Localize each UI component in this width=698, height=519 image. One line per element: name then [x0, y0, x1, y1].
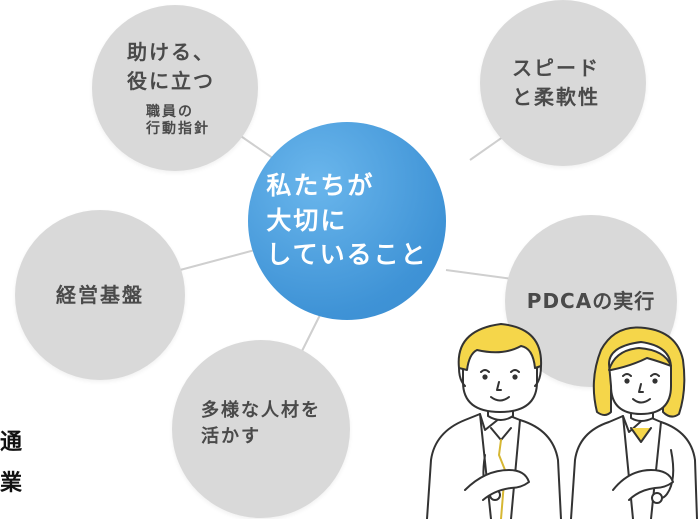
edge-text-1: 通 — [0, 430, 23, 455]
doctors-illustration — [426, 323, 698, 519]
bubble-management-title: 経営基盤 — [56, 282, 144, 307]
center-title: 私たちが 大切に していること — [266, 171, 428, 270]
bubble-help-subtitle: 職員の 行動指針 — [146, 103, 210, 138]
bubble-help-title: 助ける、 役に立つ — [127, 39, 215, 93]
doctor-female-illustration — [570, 326, 698, 519]
bubble-speed-flexibility: スピード と柔軟性 — [480, 0, 646, 166]
bubble-diversity: 多様な人材を 活かす — [172, 340, 350, 518]
bubble-pdca-title: PDCAの実行 — [526, 288, 656, 313]
bubble-speed-title: スピード と柔軟性 — [512, 56, 600, 109]
bubble-management-foundation: 経営基盤 — [15, 210, 185, 380]
center-bubble: 私たちが 大切に していること — [248, 122, 446, 320]
bubble-diversity-title: 多様な人材を 活かす — [201, 399, 321, 447]
bubble-help-guidelines: 助ける、 役に立つ 職員の 行動指針 — [92, 5, 258, 171]
edge-text-2: 業 — [0, 471, 23, 496]
doctor-male-illustration — [426, 323, 562, 519]
